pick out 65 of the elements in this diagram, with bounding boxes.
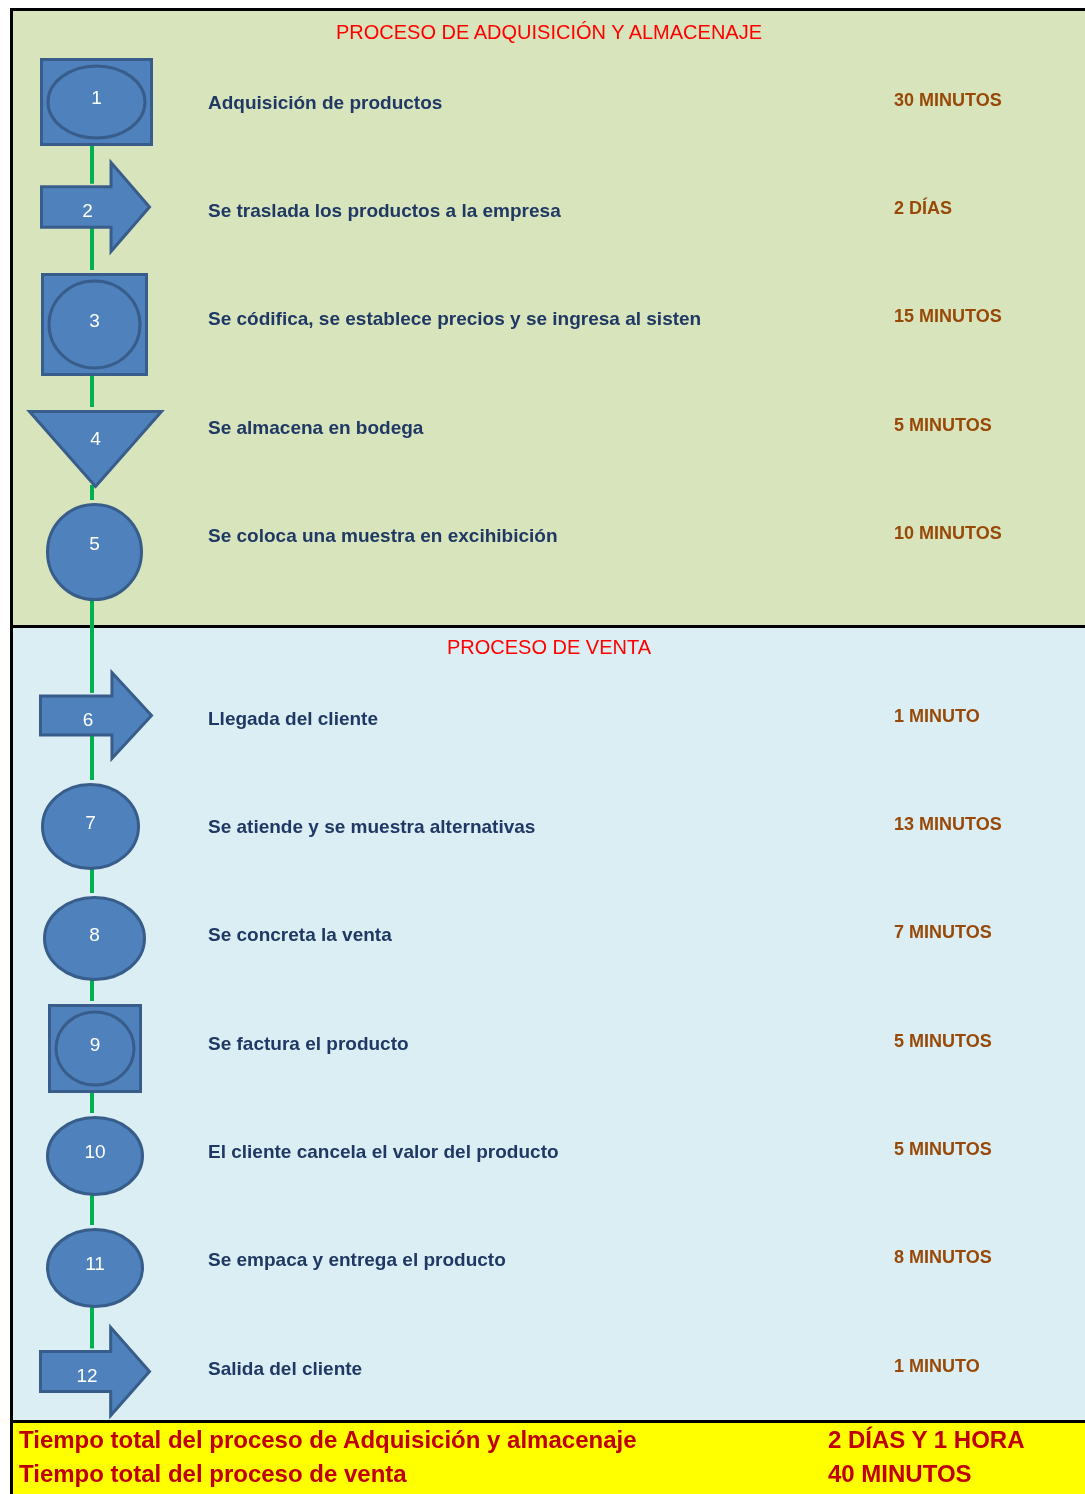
total-label: Tiempo total del proceso de venta [19, 1460, 407, 1488]
transport-symbol [40, 161, 151, 253]
step-duration: 7 MINUTOS [894, 921, 992, 943]
connector-line [90, 373, 94, 407]
step-duration: 13 MINUTOS [894, 813, 1002, 835]
step-description: Se traslada los productos a la empresa [208, 200, 561, 222]
connector-line [90, 143, 94, 184]
step-number: 9 [89, 1033, 101, 1056]
step-number: 6 [82, 708, 94, 731]
step-number: 11 [85, 1253, 105, 1275]
process-band [10, 8, 1085, 628]
step-number: 1 [91, 87, 102, 109]
step-description: Se almacena en bodega [208, 417, 424, 439]
step-number: 2 [82, 200, 93, 222]
step-number: 3 [89, 309, 100, 332]
step-description: Se concreta la venta [208, 924, 392, 946]
connector-line [90, 598, 94, 693]
connector-line [90, 1193, 94, 1225]
step-duration: 15 MINUTOS [894, 305, 1002, 327]
step-duration: 8 MINUTOS [894, 1246, 992, 1268]
total-value: 2 DÍAS Y 1 HORA [828, 1426, 1025, 1454]
step-description: El cliente cancela el valor del producto [208, 1141, 559, 1163]
operation-circle [46, 1228, 144, 1308]
step-duration: 2 DÍAS [894, 197, 953, 219]
step-number: 5 [89, 533, 100, 555]
step-description: Se factura el producto [208, 1033, 409, 1055]
step-number: 10 [84, 1141, 106, 1163]
step-description: Llegada del cliente [208, 708, 378, 730]
connector-line [90, 867, 94, 893]
transport-symbol [39, 1326, 151, 1417]
step-number: 7 [85, 811, 96, 834]
step-description: Se coloca una muestra en excihibición [208, 525, 558, 547]
storage-triangle [28, 410, 163, 488]
step-description: Se empaca y entrega el producto [208, 1249, 506, 1271]
operation-circle [43, 896, 146, 981]
process-band [10, 625, 1085, 1423]
step-duration: 10 MINUTOS [894, 522, 1002, 544]
transport-symbol [39, 671, 153, 760]
inspection-square [41, 273, 148, 376]
total-label: Tiempo total del proceso de Adquisición y almacenaje [19, 1426, 637, 1454]
step-description: Salida del cliente [208, 1358, 363, 1380]
step-number: 12 [76, 1364, 98, 1387]
operation-circle [46, 1116, 144, 1196]
inspection-square [48, 1004, 142, 1093]
operation-circle [46, 503, 143, 601]
inspection-square [40, 58, 153, 146]
total-value: 40 MINUTOS [828, 1460, 972, 1488]
connector-line [90, 485, 94, 500]
section-heading: PROCESO DE VENTA [446, 636, 652, 659]
step-description: Se atiende y se muestra alternativas [208, 816, 536, 838]
connector-line [90, 978, 94, 1001]
step-description: Se códifica, se establece precios y se ingresa al sisten [208, 308, 702, 330]
section-heading: PROCESO DE ADQUISICIÓN Y ALMACENAJE [335, 21, 762, 44]
step-duration: 5 MINUTOS [894, 414, 992, 436]
step-duration: 5 MINUTOS [894, 1138, 992, 1160]
step-duration: 1 MINUTO [894, 705, 980, 727]
step-description: Adquisición de productos [208, 92, 443, 114]
connector-line [90, 1305, 94, 1349]
step-number: 8 [89, 923, 100, 946]
step-duration: 30 MINUTOS [894, 89, 1002, 111]
connector-line [90, 1090, 94, 1113]
step-duration: 5 MINUTOS [894, 1030, 992, 1052]
operation-circle [41, 783, 140, 870]
step-number: 4 [90, 428, 101, 450]
step-duration: 1 MINUTO [894, 1355, 980, 1377]
